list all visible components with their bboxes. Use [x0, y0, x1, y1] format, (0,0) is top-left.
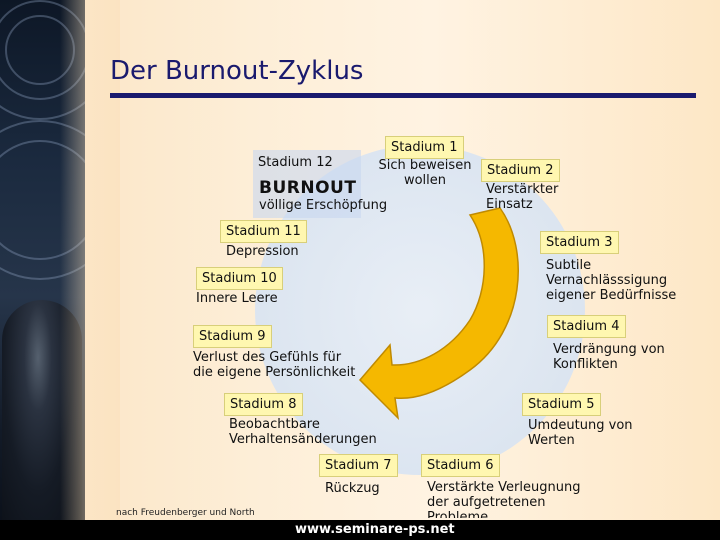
stage-12-label: Stadium 12: [258, 155, 333, 170]
spiral-ring: [0, 0, 85, 120]
photo-fade: [60, 0, 120, 540]
stage-4-desc: Verdrängung von Konflikten: [553, 342, 665, 372]
footer-bar: [0, 520, 720, 540]
burnout-desc: völlige Erschöpfung: [259, 198, 388, 213]
stage-1-label: Stadium 1: [385, 136, 464, 159]
stage-5-label: Stadium 5: [522, 393, 601, 416]
stage-7-desc: Rückzug: [325, 481, 380, 496]
stage-2-label: Stadium 2: [481, 159, 560, 182]
stage-6-desc: Verstärkte Verleugnung der aufgetretenen…: [427, 480, 581, 518]
stage-2-desc: Verstärkter Einsatz: [486, 182, 559, 212]
burnout-box: [253, 150, 361, 218]
stage-9-label: Stadium 9: [193, 325, 272, 348]
stage-7-label: Stadium 7: [319, 454, 398, 477]
page-title: Der Burnout-Zyklus: [110, 56, 364, 86]
stage-10-label: Stadium 10: [196, 267, 283, 290]
burnout-label: BURNOUT: [259, 178, 357, 198]
stage-1-desc: Sich beweisen wollen: [378, 158, 472, 188]
stage-11-label: Stadium 11: [220, 220, 307, 243]
stage-6-label: Stadium 6: [421, 454, 500, 477]
stage-10-desc: Innere Leere: [196, 291, 278, 306]
stage-8-label: Stadium 8: [224, 393, 303, 416]
stage-3-desc: Subtile Vernachlässsigung eigener Bedürf…: [546, 258, 677, 303]
stage-3-label: Stadium 3: [540, 231, 619, 254]
stage-8-desc: Beobachtbare Verhaltensänderungen: [229, 417, 377, 447]
title-underline: [110, 93, 696, 98]
cycle-arrow-path: [358, 207, 519, 421]
stage-11-desc: Depression: [226, 244, 299, 259]
stage-5-desc: Umdeutung von Werten: [528, 418, 633, 448]
spiral-ring: [0, 140, 85, 260]
footer-url[interactable]: www.seminare-ps.net: [295, 522, 455, 537]
spiral-ring: [0, 120, 85, 280]
source-credit: nach Freudenberger und North: [116, 508, 255, 518]
stage-4-label: Stadium 4: [547, 315, 626, 338]
spiral-ring: [0, 0, 85, 100]
stage-9-desc: Verlust des Gefühls für die eigene Persö…: [193, 350, 356, 380]
